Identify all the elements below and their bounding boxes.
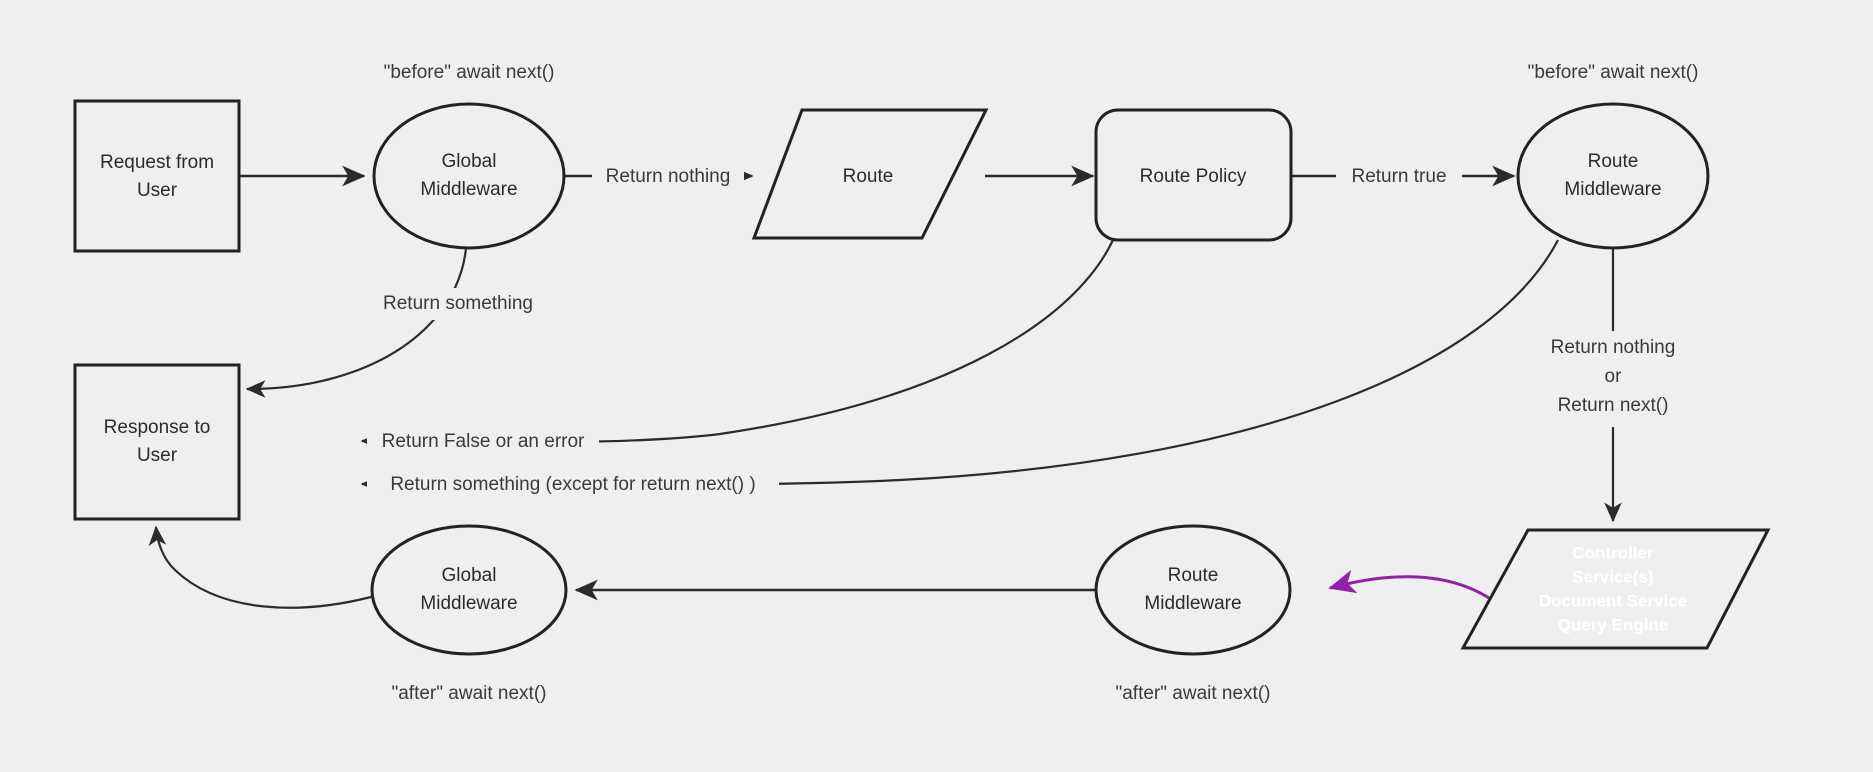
- edge-route-middleware-to-response: Return something (except for return next…: [360, 239, 1559, 499]
- node-route-middleware-top[interactable]: Route Middleware: [1516, 102, 1710, 250]
- node-label-controller-services-line2: Service(s): [1572, 567, 1653, 586]
- node-label-route: Route: [843, 166, 894, 187]
- edge-label-bg: [1336, 161, 1462, 191]
- node-label-global-middleware-top-line2: Middleware: [420, 179, 517, 200]
- node-global-middleware-top[interactable]: Global Middleware: [372, 102, 566, 250]
- edge-policy-to-response: Return False or an error: [360, 239, 1114, 456]
- node-label-controller-services-line1: Controller: [1572, 543, 1654, 562]
- edge-global-to-response: Return something: [245, 247, 537, 398]
- node-route-middleware-bottom[interactable]: Route Middleware: [1094, 524, 1292, 656]
- node-label-global-middleware-bottom-line1: Global: [442, 565, 497, 586]
- annotation-before-await-next-route: "before" await next(): [1528, 62, 1699, 83]
- edge-policy-to-route-middleware: Return true: [1291, 161, 1516, 191]
- node-response-to-user[interactable]: Response to User: [73, 363, 241, 521]
- node-label-route-middleware-bottom-line1: Route: [1168, 565, 1219, 586]
- node-label-controller-services-line3: Document Service: [1539, 591, 1687, 610]
- edge-label-return-nothing-2: Return nothing: [1551, 337, 1676, 358]
- edge-label-return-next: Return next(): [1558, 395, 1669, 416]
- edge-global-bottom-to-response: [148, 525, 372, 609]
- node-label-request-from-user-line1: Request from: [100, 152, 214, 173]
- node-controller-services[interactable]: Controller Service(s) Document Service Q…: [1460, 528, 1771, 650]
- annotation-after-await-next-route: "after" await next(): [1116, 683, 1271, 704]
- edge-route-middleware-to-controller: Return nothing or Return next(): [1529, 224, 1699, 523]
- edge-controller-to-route-middleware-bottom: [1328, 569, 1496, 604]
- edge-label-bg: [367, 469, 779, 499]
- node-route-policy[interactable]: Route Policy: [1094, 108, 1293, 242]
- node-label-response-to-user-line2: User: [137, 445, 178, 466]
- node-label-route-middleware-top-line1: Route: [1588, 151, 1639, 172]
- edge-global-to-route: Return nothing: [472, 161, 754, 191]
- edge-label-bg: [359, 288, 537, 320]
- node-label-global-middleware-bottom-line2: Middleware: [420, 593, 517, 614]
- node-request-from-user[interactable]: Request from User: [73, 99, 241, 253]
- edge-label-bg: [1529, 331, 1699, 427]
- node-global-middleware-bottom[interactable]: Global Middleware: [370, 524, 568, 656]
- node-label-global-middleware-top-line1: Global: [442, 151, 497, 172]
- edge-label-return-false-or-error: Return False or an error: [382, 431, 585, 452]
- annotation-after-await-next-global: "after" await next(): [392, 683, 547, 704]
- edge-label-or: or: [1605, 366, 1623, 387]
- edge-label-return-nothing: Return nothing: [606, 166, 731, 187]
- edge-label-bg: [367, 426, 599, 456]
- node-label-route-middleware-top-line2: Middleware: [1564, 179, 1661, 200]
- edge-label-return-true: Return true: [1351, 166, 1446, 187]
- node-label-controller-services-line4: Query Engine: [1558, 615, 1669, 634]
- node-label-route-policy: Route Policy: [1140, 166, 1247, 187]
- edge-label-return-something: Return something: [383, 293, 533, 314]
- node-route[interactable]: Route: [751, 108, 989, 240]
- edge-label-return-something-except-next: Return something (except for return next…: [390, 474, 755, 495]
- node-label-route-middleware-bottom-line2: Middleware: [1144, 593, 1241, 614]
- annotation-before-await-next-global: "before" await next(): [384, 62, 555, 83]
- edge-label-bg: [592, 161, 744, 191]
- node-label-request-from-user-line2: User: [137, 180, 178, 201]
- node-label-response-to-user-line1: Response to: [104, 417, 211, 438]
